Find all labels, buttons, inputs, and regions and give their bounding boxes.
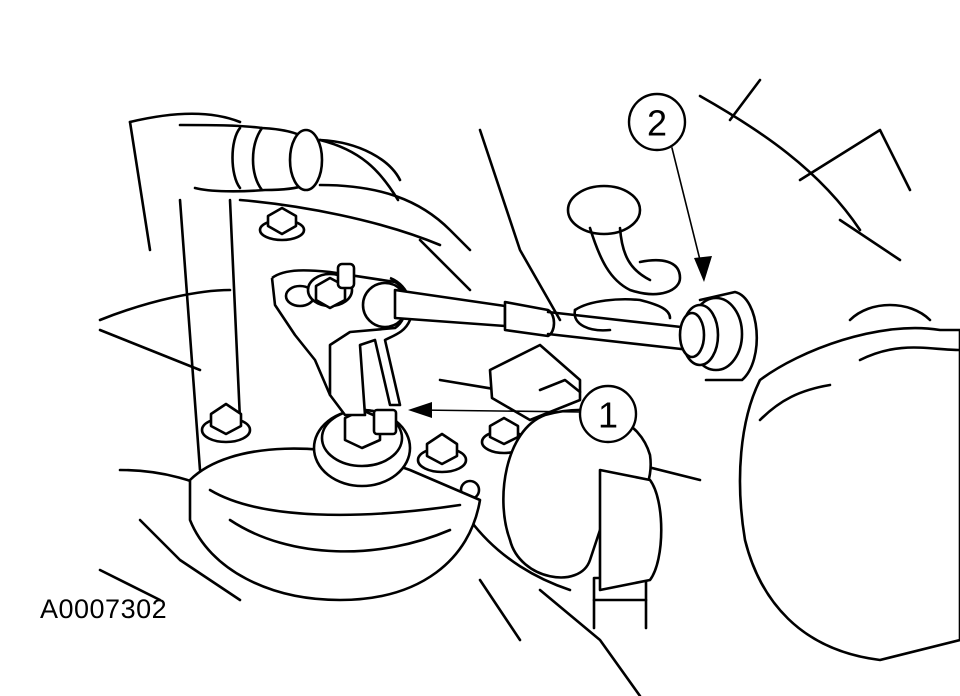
bolt-icon (480, 416, 528, 455)
torque-converter-housing (738, 303, 960, 662)
cable-bracket-bushing (678, 290, 759, 382)
range-sensor-cover (188, 447, 482, 602)
shift-lever-arm (270, 262, 412, 417)
shift-cable (393, 288, 692, 352)
bolt-icon (416, 432, 468, 474)
electrical-connector (488, 343, 582, 422)
figure-id: A0007302 (40, 594, 168, 624)
bolt-icon (200, 402, 252, 444)
vent-hose (566, 184, 682, 332)
shift-lever-shaft (312, 408, 412, 488)
callout-1: 1 (408, 384, 638, 444)
bolt-icon (258, 206, 306, 242)
actuator-body (502, 408, 663, 592)
coolant-hose (178, 123, 402, 193)
callout-label: 1 (598, 395, 618, 436)
callout-2: 2 (627, 92, 712, 282)
callout-label: 2 (647, 103, 667, 144)
mounting-bolts (200, 206, 648, 630)
